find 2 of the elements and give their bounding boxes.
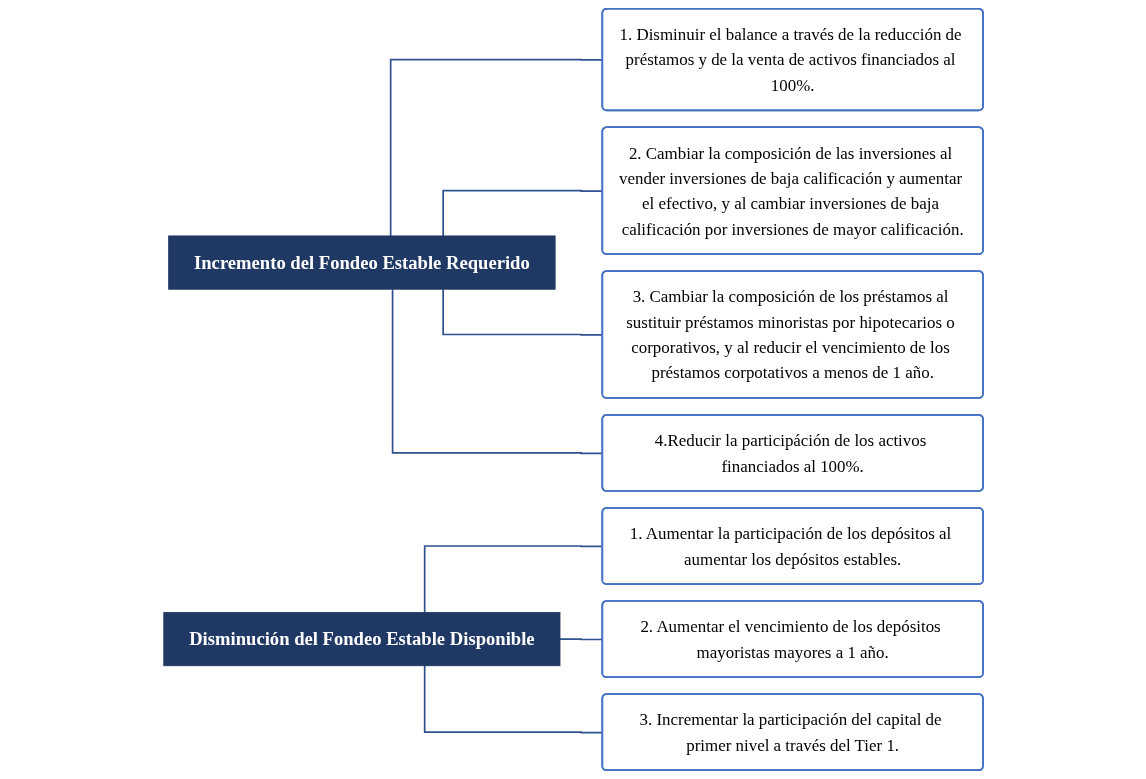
node-box: Disminución del Fondeo Estable Disponible [162, 612, 560, 667]
node-box: Incremento del Fondeo Estable Requerido [167, 235, 556, 290]
